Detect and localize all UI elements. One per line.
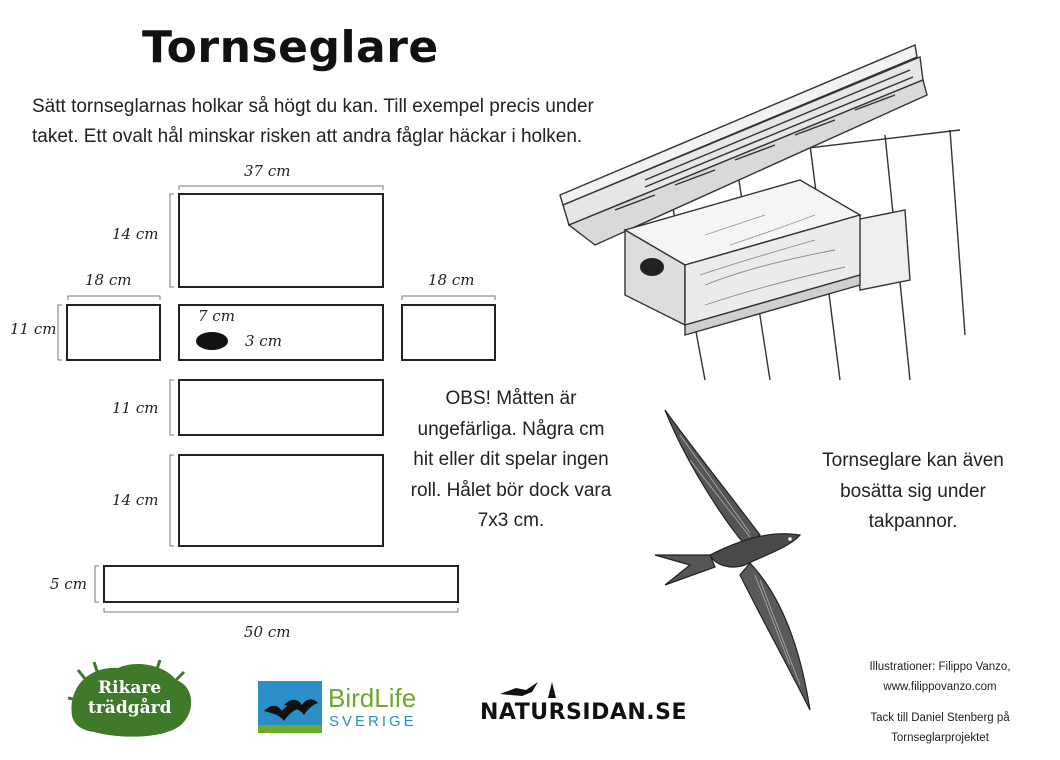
roof-tiles-note: Tornseglare kan även bosätta sig under t… (822, 450, 1004, 532)
panel-base-plank (103, 565, 459, 603)
entrance-hole (196, 332, 228, 350)
dim-base-height: 5 cm (50, 575, 87, 593)
illustration-credit-line2: www.filippovanzo.com (883, 681, 997, 693)
birdlife-sverige-logo: BirdLife SVERIGE (258, 681, 428, 733)
magpie-icon (500, 682, 556, 698)
birdlife-line2: SVERIGE (329, 713, 417, 730)
nest-box-illustration (559, 44, 966, 381)
obs-note: OBS! Måtten är ungefärliga. Några cm hit… (410, 388, 612, 531)
dim-bottom-height: 14 cm (112, 491, 159, 509)
birdlife-line1: BirdLife (328, 683, 417, 713)
swift-bird-illustration (654, 409, 811, 711)
rikare-tradgard-logo: Rikare trädgård (64, 658, 196, 740)
rikare-line2: trädgård (88, 698, 172, 718)
thanks-credit-line1: Tack till Daniel Stenberg på (870, 712, 1010, 724)
birdlife-birds-icon (258, 681, 322, 733)
dim-hole-height: 3 cm (245, 332, 282, 350)
natursidan-logo: NATURSIDAN.SE (480, 678, 687, 730)
leaf-cluster-icon (67, 659, 192, 737)
panel-right-side (401, 304, 496, 361)
illustration-credit-line1: Illustrationer: Filippo Vanzo, (869, 661, 1011, 673)
natursidan-text: NATURSIDAN.SE (480, 700, 688, 725)
panel-back (178, 379, 384, 436)
dim-right-side-width: 18 cm (428, 271, 475, 289)
thanks-credit: Tack till Daniel Stenberg på Tornseglarp… (840, 708, 1040, 748)
illustration-credit: Illustrationer: Filippo Vanzo, www.filip… (840, 657, 1040, 697)
panel-bottom (178, 454, 384, 547)
dim-mid-height: 11 cm (112, 399, 159, 417)
dim-hole-width: 7 cm (198, 307, 235, 325)
dim-base-width: 50 cm (244, 623, 291, 641)
dim-side-height: 11 cm (10, 320, 57, 338)
dim-top-height: 14 cm (112, 225, 159, 243)
thanks-credit-line2: Tornseglarprojektet (891, 732, 989, 744)
page-title: Tornseglare (142, 22, 439, 73)
dim-left-side-width: 18 cm (85, 271, 132, 289)
panel-left-side (66, 304, 161, 361)
rikare-line1: Rikare (98, 678, 162, 698)
dim-top-width: 37 cm (244, 162, 291, 180)
intro-text: Sätt tornseglarnas holkar så högt du kan… (32, 96, 594, 147)
panel-top (178, 193, 384, 288)
